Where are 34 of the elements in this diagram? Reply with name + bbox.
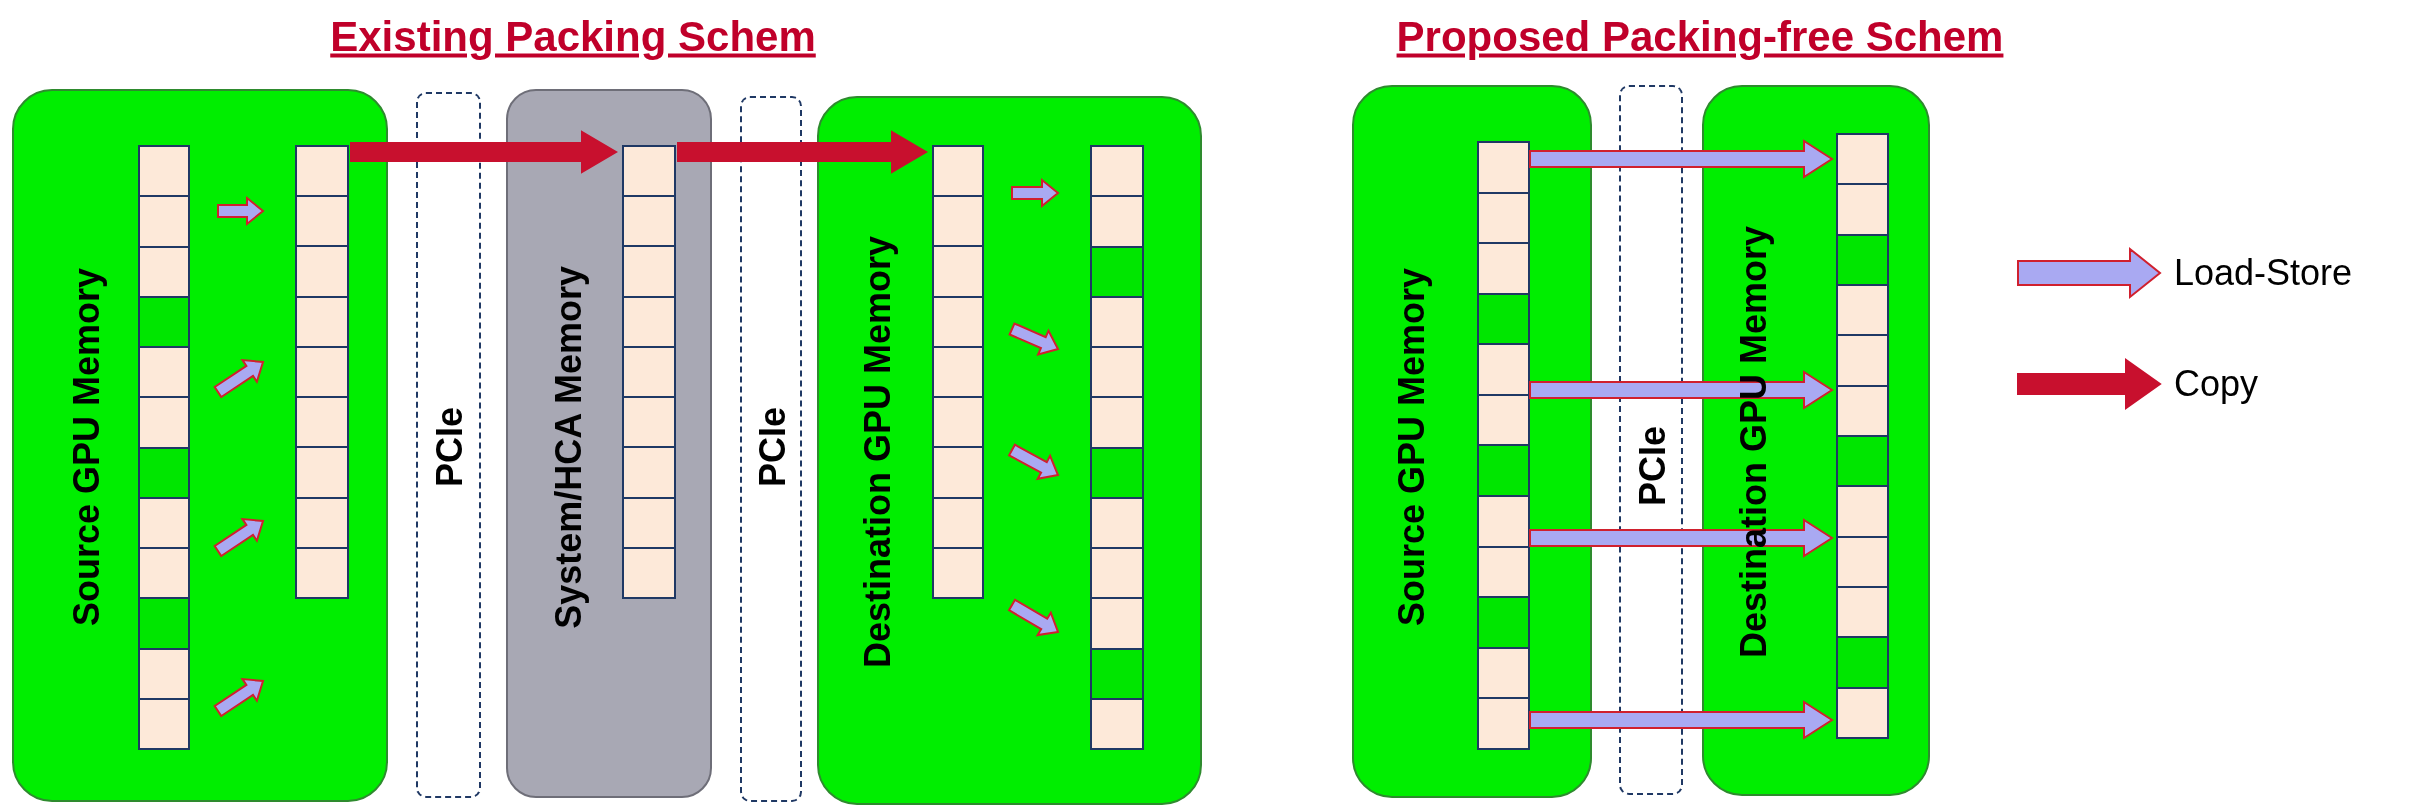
arrow — [213, 358, 265, 399]
arrow — [350, 130, 618, 174]
memory-panel — [506, 89, 712, 798]
vertical-label: PCIe — [755, 407, 791, 488]
arrow — [217, 195, 265, 227]
arrow — [213, 677, 265, 718]
arrow — [677, 130, 928, 174]
legend-label: Load-Store — [2174, 251, 2353, 295]
heading: Proposed Packing-free Schem — [1396, 11, 2004, 62]
arrow — [1011, 177, 1060, 209]
vertical-label: Source GPU Memory — [1394, 267, 1430, 627]
arrow — [1529, 518, 1834, 558]
vertical-label: PCIe — [1635, 426, 1671, 507]
arrow — [1007, 598, 1060, 637]
vertical-label: Source GPU Memory — [69, 267, 105, 627]
arrow — [1529, 370, 1834, 410]
arrow — [213, 517, 265, 558]
memory-panel — [817, 96, 1202, 805]
vertical-label: System/HCA Memory — [551, 265, 587, 629]
link-box — [416, 92, 481, 798]
vertical-label: Destination GPU Memory — [860, 235, 896, 669]
legend-label: Copy — [2174, 362, 2259, 406]
memory-panel — [12, 89, 388, 802]
heading: Existing Packing Schem — [330, 11, 816, 62]
arrow — [1008, 322, 1060, 357]
vertical-label: Destination GPU Memory — [1736, 225, 1772, 659]
arrow — [1007, 443, 1060, 481]
vertical-label: PCIe — [432, 407, 468, 488]
arrow — [1529, 700, 1834, 740]
memory-panel — [1352, 85, 1592, 798]
link-box — [1619, 85, 1683, 795]
link-box — [740, 96, 802, 802]
arrow — [1529, 139, 1834, 179]
memory-panel — [1702, 85, 1930, 796]
